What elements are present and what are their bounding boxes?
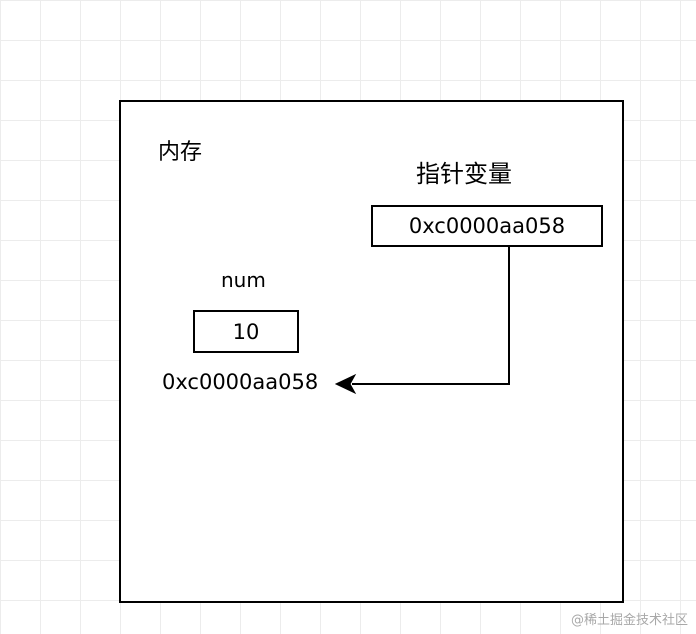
pointer-value: 0xc0000aa058 — [408, 214, 566, 238]
pointer-variable-box: 0xc0000aa058 — [371, 205, 603, 247]
variable-name-label: num — [221, 268, 266, 292]
variable-value: 10 — [232, 319, 260, 344]
memory-label: 内存 — [158, 140, 203, 165]
pointer-variable-label: 指针变量 — [416, 160, 512, 188]
watermark: @稀土掘金技术社区 — [570, 613, 688, 628]
variable-address-label: 0xc0000aa058 — [162, 370, 319, 394]
variable-value-box: 10 — [193, 310, 299, 353]
